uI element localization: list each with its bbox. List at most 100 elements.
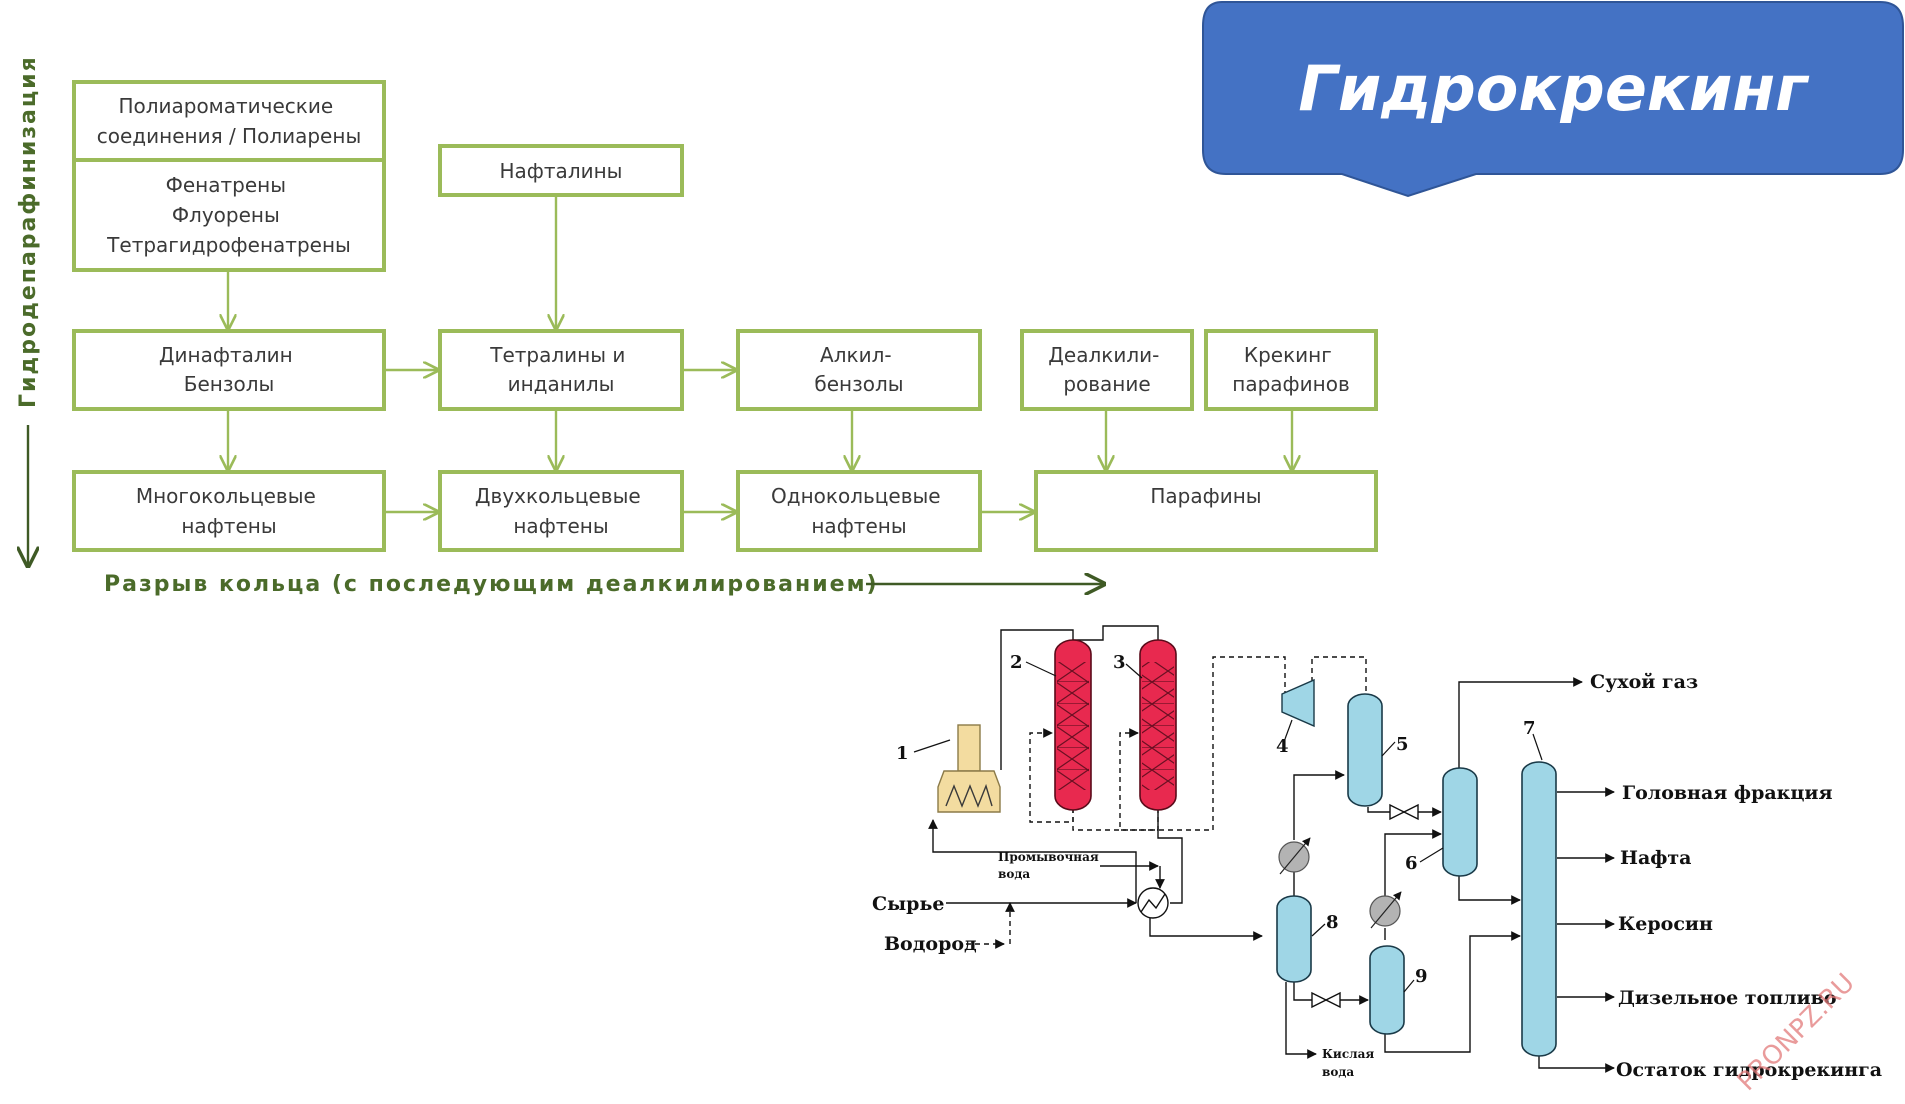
number-label: 9 (1415, 966, 1428, 987)
box-label: инданилы (508, 372, 615, 396)
number-label: 8 (1326, 912, 1339, 933)
head-fraction-label: Головная фракция (1622, 782, 1833, 804)
number-label: 4 (1276, 736, 1289, 757)
column-7 (1521, 761, 1557, 1057)
banner-title: Гидрокрекинг (1298, 52, 1810, 125)
svg-text:Парафины: Парафины (1150, 484, 1261, 508)
line-dry-gas (1458, 677, 1583, 770)
equipment (937, 639, 1557, 1057)
box-label: рование (1063, 372, 1150, 396)
compressor (1281, 678, 1315, 728)
svg-text:Фенатрены Флуорены: Фенатрены Флуорены Тетрагидрофенатрены (106, 173, 351, 257)
banner-shape (1202, 0, 1904, 198)
box-bicyclic-naphthenes (438, 470, 684, 552)
dry-gas-label: Сухой газ (1590, 671, 1698, 693)
reactor-2 (1054, 639, 1092, 811)
box-label: нафтены (811, 514, 906, 538)
box-label: Нафталины (500, 159, 623, 183)
flowchart-arrows (228, 197, 1292, 512)
svg-text:Нафталины: Нафталины (500, 159, 623, 183)
number-label: 1 (896, 743, 909, 764)
out-residue (1538, 1054, 1615, 1073)
equipment-numbers: 1 2 3 4 5 6 7 8 9 (896, 652, 1536, 987)
vertical-axis-label: Гидродепарафинизация (16, 55, 41, 408)
box-label: Тетрагидрофенатрены (106, 233, 351, 257)
svg-text:Двухкольцевые нафтены: Двухкольцевые нафтены (475, 484, 647, 538)
process-scheme (928, 625, 1615, 1073)
box-label: Бензолы (184, 372, 275, 396)
number-label: 3 (1113, 652, 1126, 673)
box-label: Полиароматические (118, 94, 333, 118)
line-reactor3-loop (1119, 728, 1159, 831)
svg-text:Однокольцевые нафтены: Однокольцевые нафтены (771, 484, 947, 538)
flowchart-labels: Полиароматические соединения / Полиарены… (97, 94, 1350, 538)
wash-water-label: Промывочная (998, 850, 1099, 864)
box-polycyclic-naphthenes (72, 470, 386, 552)
recycle-gas-line (1072, 656, 1286, 831)
box-paraffin-cracking (1204, 329, 1378, 411)
number-label: 7 (1523, 718, 1536, 739)
line-sep8-sep9 (1293, 982, 1312, 1001)
svg-text:Динафталин Бензолы: Динафталин Бензолы (159, 343, 299, 396)
svg-text:Алкил- бензолы: Алкил- бензолы (814, 343, 903, 396)
box-label: Алкил- (820, 343, 892, 367)
box-dealkylation (1020, 329, 1194, 411)
separator-6 (1442, 767, 1478, 877)
box-paraffins (1034, 470, 1378, 552)
residue-label: Остаток гидрокрекинга (1616, 1059, 1882, 1081)
axes: Гидродепарафинизация Разрыв кольца (с по… (16, 55, 1104, 597)
box-label: соединения / Полиарены (97, 124, 361, 148)
line-sep5-sep6 (1367, 807, 1390, 813)
number-label: 5 (1396, 734, 1409, 755)
line-to-furnace (928, 819, 1137, 903)
svg-text:Деалкили- рование: Деалкили- рование (1048, 343, 1165, 396)
valve-upper (1389, 803, 1419, 821)
valve-lower (1311, 991, 1341, 1009)
title-banner: Гидрокрекинг (1202, 0, 1904, 198)
reactor-3 (1139, 639, 1177, 811)
flowchart (72, 80, 1378, 552)
line-sep6-column (1458, 874, 1521, 905)
box-label: Фенатрены (166, 173, 286, 197)
box-label: Тетралины и (489, 343, 625, 367)
box-tetralins (438, 329, 684, 411)
furnace (937, 724, 1001, 813)
recycle-gas-line-2 (1311, 656, 1367, 700)
box-dinaphthalene (72, 329, 386, 411)
leader-lines (913, 661, 1543, 993)
heat-exchanger (1137, 887, 1169, 919)
sour-water-label: вода (1322, 1065, 1354, 1079)
svg-text:Кислая вода: Кислая вода (1322, 1047, 1378, 1079)
number-label: 6 (1405, 853, 1418, 874)
box-label: Двухкольцевые (475, 484, 641, 508)
naphtha-label: Нафта (1620, 847, 1691, 869)
svg-text:Промывочная вода: Промывочная вода (998, 850, 1103, 881)
line-sour-water (1285, 982, 1317, 1059)
number-label: 2 (1010, 652, 1023, 673)
line-exchanger-sep8 (1149, 918, 1263, 941)
box-label: Многокольцевые (136, 484, 316, 508)
box-label: Крекинг (1244, 343, 1332, 367)
box-label: Однокольцевые (771, 484, 941, 508)
box-label: нафтены (513, 514, 608, 538)
box-monocyclic-naphthenes (736, 470, 982, 552)
line-reactor3-exchanger (1157, 808, 1183, 904)
furnace-coil (945, 783, 993, 808)
box-label: Флуорены (172, 203, 280, 227)
feed-label: Сырье (872, 893, 944, 915)
box-phenanthrenes (72, 158, 386, 272)
line-cooler-sep5 (1293, 770, 1345, 840)
separator-5 (1347, 693, 1383, 807)
line-sep9-column (1384, 931, 1521, 1053)
box-label: парафинов (1232, 372, 1349, 396)
svg-text:Тетралины и инданилы: Тетралины и инданилы (489, 343, 632, 396)
box-label: Динафталин (159, 343, 293, 367)
diesel-label: Дизельное топливо (1618, 987, 1837, 1009)
box-alkylbenzenes (736, 329, 982, 411)
kerosene-label: Керосин (1618, 913, 1713, 935)
sour-water-label: Кислая (1322, 1047, 1374, 1061)
box-naphthalenes (438, 144, 684, 197)
cooler-upper (1278, 837, 1311, 875)
svg-text:Многокольцевые нафтены: Многокольцевые нафтены (136, 484, 322, 538)
scheme-labels: Сырье Водород Промывочная вода Сухой газ… (872, 671, 1882, 1081)
